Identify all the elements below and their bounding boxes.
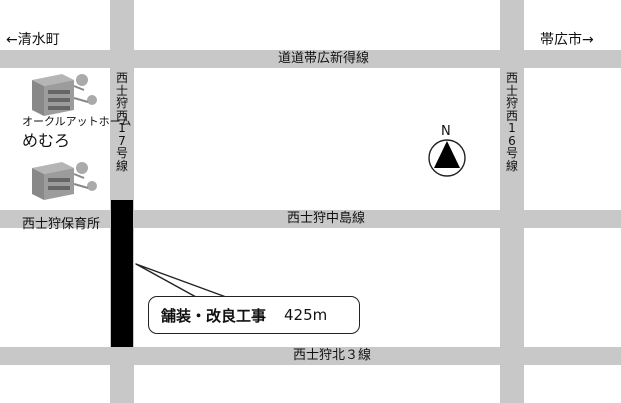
work-length: 425m <box>284 306 328 324</box>
road-nishishikari-nakajima <box>0 210 621 228</box>
construction-section <box>111 200 133 347</box>
north-arrow-icon <box>428 139 466 177</box>
facility-label-hoikusho: 西士狩保育所 <box>22 217 101 232</box>
construction-callout: 舗装・改良工事 425m <box>148 296 360 334</box>
callout-pointer <box>135 263 227 298</box>
work-description: 舗装・改良工事 <box>161 306 267 325</box>
road-nishishikari-nishi16 <box>500 0 524 403</box>
label-bottom-road: 西士狩北３線 <box>293 348 372 363</box>
building-icon <box>32 74 97 116</box>
direction-obihiro: 帯広市→ <box>540 32 594 48</box>
label-right-vertical-road: 西 士 狩 西 16 号 線 <box>505 71 518 173</box>
label-top-road: 道道帯広新得線 <box>278 51 370 66</box>
label-left-vertical-road: 西 士 狩 西 17 号 線 <box>115 71 128 173</box>
facility-label-okuru: オークルアットホーム <box>22 115 132 128</box>
label-middle-road: 西士狩中島線 <box>287 211 366 226</box>
compass-north-label: N <box>441 124 451 139</box>
direction-shimizu: ←清水町 <box>6 32 60 48</box>
road-doudou-obihiro-shintoku <box>0 50 621 68</box>
facility-label-memuro: めむろ <box>22 131 71 150</box>
road-nishishikari-kita3 <box>0 347 621 365</box>
building-icon <box>32 162 97 200</box>
